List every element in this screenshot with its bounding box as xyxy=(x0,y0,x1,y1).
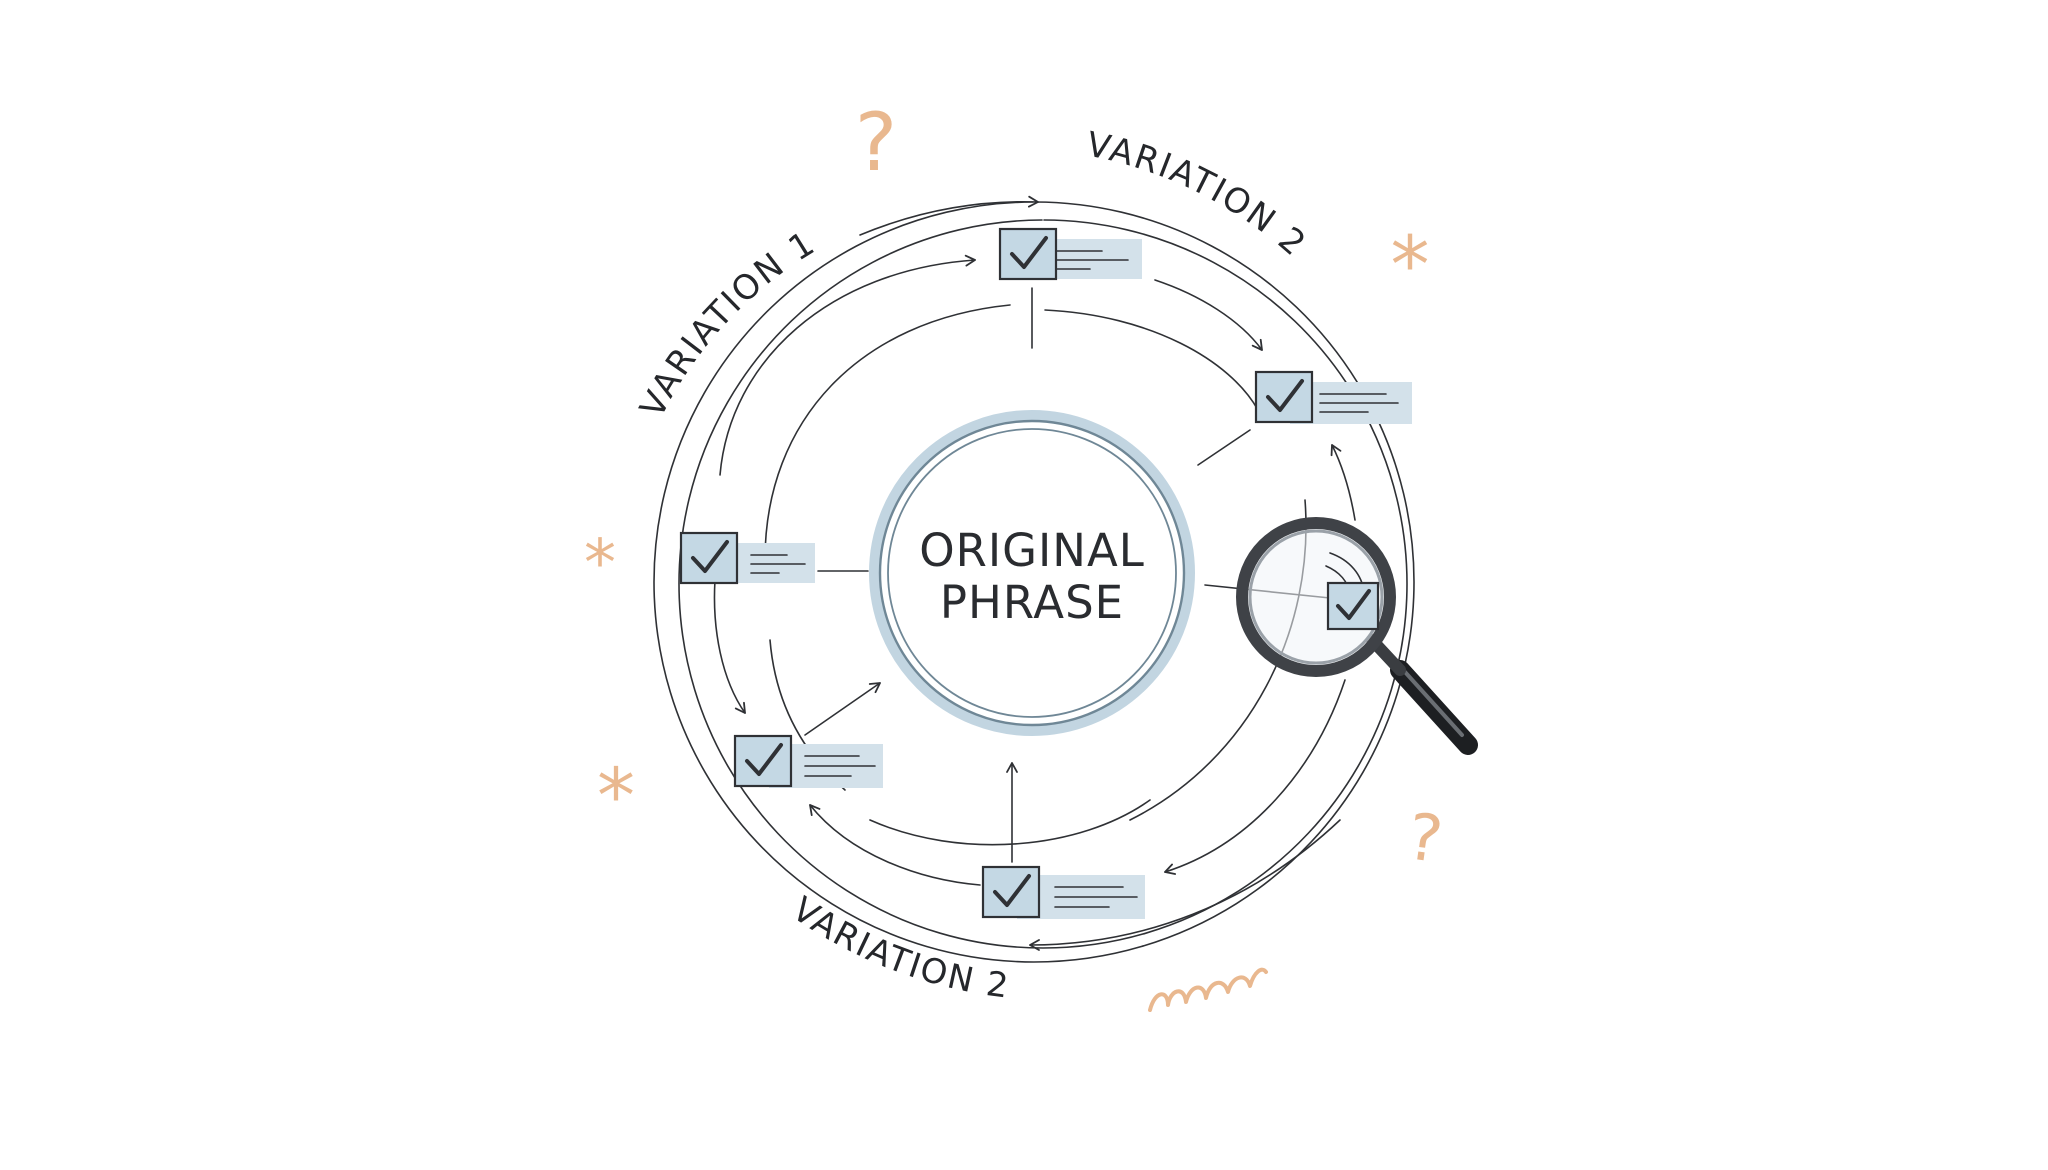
center-label-line1: ORIGINAL xyxy=(919,524,1145,577)
magnifier-lens-inner xyxy=(1248,529,1384,665)
spoke-bottom-left xyxy=(804,682,881,736)
arc-top-left-inner xyxy=(764,304,1011,561)
card-top-right xyxy=(1254,370,1412,424)
label-variation-2-bottom-text: VARIATION 2 xyxy=(785,889,1011,1006)
card-top xyxy=(998,227,1142,281)
center-ring-inner xyxy=(887,428,1177,718)
magnifying-glass-icon xyxy=(1236,517,1478,755)
checkbox-check-icon xyxy=(679,531,739,585)
arc-outer-top xyxy=(859,195,1039,236)
arc-outer-bottom xyxy=(1029,819,1341,951)
magnifier-lens xyxy=(1236,517,1396,677)
label-variation-2-bottom: VARIATION 2 xyxy=(785,889,1013,1006)
arc-bottom-left xyxy=(809,804,981,886)
question-mark-doodle: ? xyxy=(1403,800,1447,878)
checkbox-check-icon xyxy=(998,227,1058,281)
asterisk-doodle: * xyxy=(1391,221,1430,311)
magnifier-handle xyxy=(1390,660,1478,755)
center-node: ORIGINAL PHRASE xyxy=(869,410,1195,736)
arc-right-lower xyxy=(1164,679,1346,875)
card-left xyxy=(679,531,815,585)
magnifier-handle-highlight xyxy=(1403,670,1464,737)
arc-bottom-inner xyxy=(869,799,1151,846)
card-bottom-left xyxy=(733,734,883,788)
label-variation-1-text: VARIATION 1 xyxy=(632,223,821,424)
asterisk-doodle: * xyxy=(597,751,635,840)
arc-top-right xyxy=(1154,279,1263,351)
checkbox-check-icon xyxy=(733,734,793,788)
center-label-line2: PHRASE xyxy=(940,576,1124,629)
arc-left-down xyxy=(713,579,746,714)
arc-top-right-inner xyxy=(1044,309,1259,411)
squiggle-doodle xyxy=(1148,967,1268,1012)
question-mark-doodle: ? xyxy=(855,96,897,189)
arc-right-up xyxy=(1330,444,1356,521)
checkbox-check-icon xyxy=(981,865,1041,919)
checkbox-check-icon xyxy=(1254,370,1314,424)
center-ring-outer xyxy=(878,419,1186,727)
asterisk-doodle: * xyxy=(584,527,616,601)
decorative-doodles: ? ? * * * xyxy=(584,96,1447,1012)
label-variation-1: VARIATION 1 xyxy=(632,223,823,424)
card-bottom xyxy=(981,865,1145,919)
spoke-top-right xyxy=(1197,429,1251,466)
arc-top-left xyxy=(719,254,976,476)
card-right-magnified xyxy=(1326,581,1380,631)
